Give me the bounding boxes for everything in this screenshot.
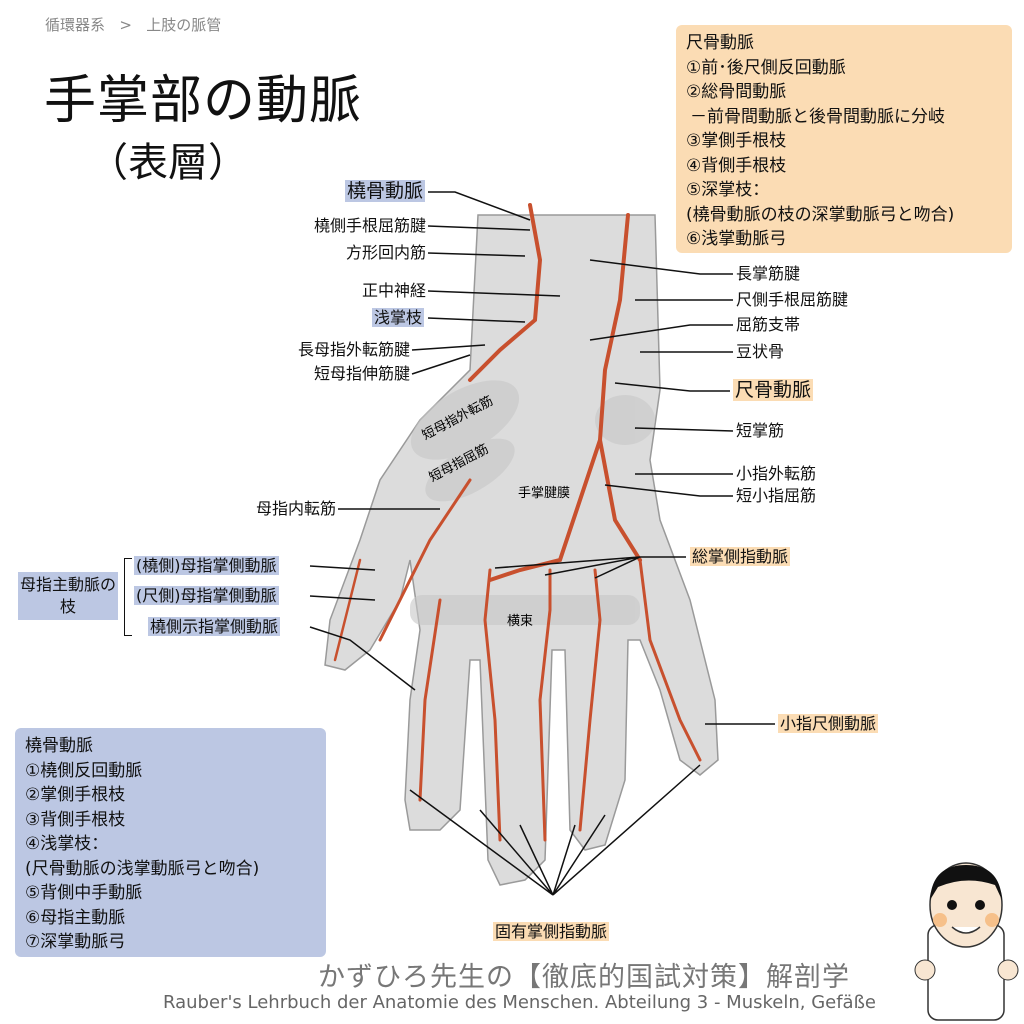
box-line: ⑤背側中手動脈 (25, 883, 143, 903)
label-radial-thumb-artery: (橈側)母指掌側動脈 (134, 556, 279, 575)
label-fcr-tendon: 橈側手根屈筋腱 (313, 216, 426, 235)
box-line: ③掌側手根枝 (686, 131, 787, 151)
box-line: ④背側手根枝 (686, 155, 787, 176)
box-line: 尺骨動脈 (686, 33, 754, 53)
breadcrumb-separator: > (119, 16, 132, 34)
label-radial-index-artery: 橈側示指掌側動脈 (148, 617, 281, 636)
muscle-shading (410, 380, 655, 625)
box-line: (橈骨動脈の枝の深掌動脈弓と吻合) (686, 204, 955, 225)
label-ulnar-thumb-artery: (尺側)母指掌側動脈 (134, 586, 279, 605)
page-subtitle: （表層） (88, 140, 248, 186)
box-line: ①橈側反回動脈 (25, 760, 143, 781)
box-line: ②掌側手根枝 (25, 785, 126, 805)
label-radial-artery: 橈骨動脈 (344, 180, 425, 202)
breadcrumb-page: 上肢の脈管 (146, 16, 222, 34)
label-palmaris-longus: 長掌筋腱 (736, 264, 801, 283)
label-apl-tendon: 長母指外転筋腱 (297, 340, 410, 359)
bracket (124, 558, 132, 636)
leader-lines (309, 191, 775, 896)
mascot-face (914, 862, 1019, 1021)
breadcrumb: 循環器系 > 上肢の脈管 (45, 14, 221, 35)
label-common-palmar-digital: 総掌側指動脈 (690, 547, 791, 566)
label-fcu-tendon: 尺側手根屈筋腱 (736, 290, 849, 309)
box-line: ⑤深掌枝： (686, 180, 770, 200)
box-line: ③背側手根枝 (25, 809, 126, 830)
box-line: ④浅掌枝： (25, 834, 109, 854)
label-median-nerve: 正中神経 (361, 281, 426, 300)
footer-brand: かずひろ先生の【徹底的国試対策】解剖学 (318, 962, 850, 993)
label-proper-palmar-digital: 固有掌側指動脈 (493, 922, 610, 941)
box-line: 橈骨動脈 (25, 736, 93, 756)
arteries (333, 203, 702, 842)
label-epb-tendon: 短母指伸筋腱 (313, 364, 410, 383)
inner-label-transverse: 横束 (507, 614, 533, 629)
label-pisiform: 豆状骨 (736, 342, 785, 361)
box-line: ②総骨間動脈 (686, 82, 787, 102)
footer-citation: Rauber's Lehrbuch der Anatomie des Mensc… (163, 992, 877, 1013)
breadcrumb-section[interactable]: 循環器系 (45, 16, 106, 34)
thumb-group-title: 母指主動脈の枝 (18, 572, 118, 620)
label-abductor-digiti-minimi: 小指外転筋 (736, 464, 817, 483)
box-line: ⑥母指主動脈 (25, 907, 126, 928)
label-flexor-digiti-minimi: 短小指屈筋 (736, 486, 817, 505)
label-ulnar-artery: 尺骨動脈 (733, 379, 814, 401)
box-line: ①前･後尺側反回動脈 (686, 57, 846, 78)
label-ulnar-little-finger: 小指尺側動脈 (778, 714, 879, 733)
radial-artery-branches-box: 橈骨動脈 ①橈側反回動脈 ②掌側手根枝 ③背側手根枝 ④浅掌枝： (尺骨動脈の浅… (15, 728, 326, 957)
box-line: (尺骨動脈の浅掌動脈弓と吻合) (25, 858, 260, 879)
inner-label-aponeurosis: 手掌腱膜 (518, 486, 570, 501)
label-flexor-retinaculum: 屈筋支帯 (736, 315, 801, 334)
label-palmaris-brevis: 短掌筋 (736, 421, 785, 440)
page-title: 手掌部の動脈 (44, 71, 363, 131)
label-superficial-palmar-branch: 浅掌枝 (371, 308, 424, 327)
label-pronator-quadratus: 方形回内筋 (345, 243, 426, 262)
box-line: －前骨間動脈と後骨間動脈に分岐 (690, 106, 945, 127)
ulnar-artery-branches-box: 尺骨動脈 ①前･後尺側反回動脈 ②総骨間動脈 －前骨間動脈と後骨間動脈に分岐 ③… (676, 25, 1012, 253)
label-adductor-pollicis: 母指内転筋 (255, 499, 336, 518)
box-line: ⑥浅掌動脈弓 (686, 229, 787, 249)
box-line: ⑦深掌動脈弓 (25, 932, 126, 952)
